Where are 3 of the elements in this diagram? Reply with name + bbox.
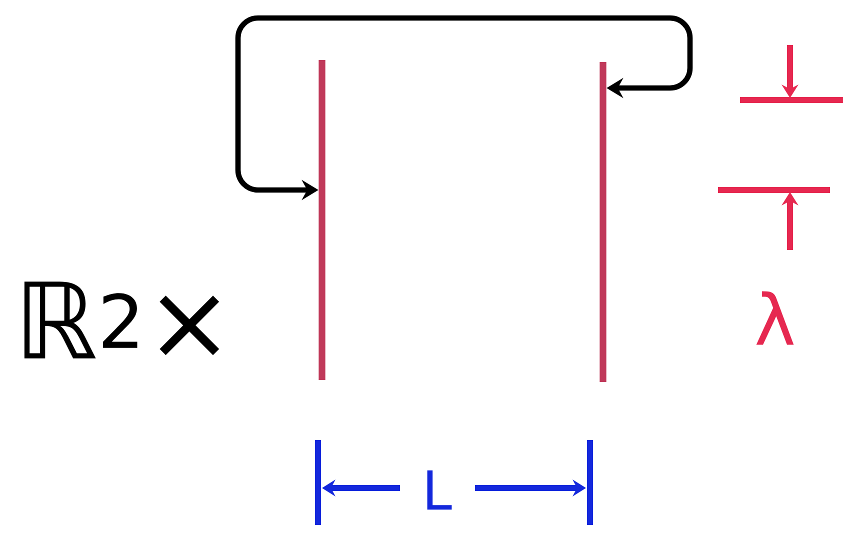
dimension-label: L [427,470,452,510]
space-label: ℝ$^{2}$× [24,282,220,358]
dimension-label: λ [756,291,794,345]
